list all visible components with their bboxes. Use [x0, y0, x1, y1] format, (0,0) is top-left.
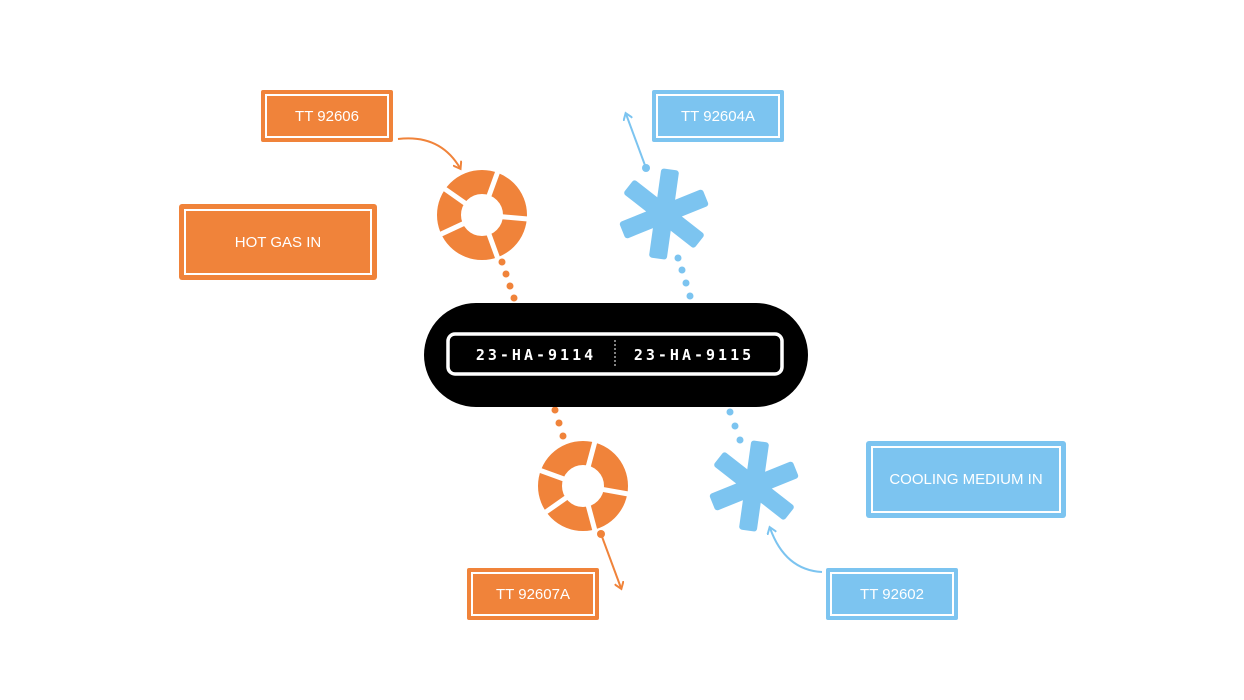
life-ring-icon	[538, 440, 629, 532]
sensor-tt-92602-label: TT 92602	[860, 586, 924, 603]
cold-out-arrow	[626, 114, 650, 172]
cooling-medium-in-label: COOLING MEDIUM IN	[889, 471, 1042, 488]
snowflake-asterisk-icon	[619, 168, 709, 260]
sensor-tt-92607a-label: TT 92607A	[496, 586, 570, 603]
sensor-tt-92604a: TT 92604A	[652, 90, 784, 142]
heat-exchanger-pill: 23-HA-9114 23-HA-9115	[424, 303, 808, 407]
hot-out-arrow	[597, 530, 621, 588]
sensor-tt-92607a: TT 92607A	[467, 568, 599, 620]
cold-in-arrow	[770, 528, 823, 573]
cooling-medium-in-box: COOLING MEDIUM IN	[866, 441, 1066, 518]
hot-in-dotted-connector	[498, 258, 518, 302]
exchanger-tag-left: 23-HA-9114	[476, 346, 596, 364]
sensor-tt-92604a-label: TT 92604A	[681, 108, 755, 125]
exchanger-tag-right: 23-HA-9115	[634, 346, 754, 364]
sensor-tt-92602: TT 92602	[826, 568, 958, 620]
cold-in-dotted-connector	[726, 408, 744, 444]
snowflake-asterisk-icon	[709, 440, 799, 532]
hot-in-arrow	[397, 137, 460, 168]
hot-gas-in-label: HOT GAS IN	[235, 234, 321, 251]
hot-gas-in-box: HOT GAS IN	[179, 204, 377, 280]
hot-out-dotted-connector	[551, 406, 567, 440]
life-ring-icon	[437, 170, 529, 260]
cold-out-dotted-connector	[674, 254, 694, 300]
sensor-tt-92606: TT 92606	[261, 90, 393, 142]
sensor-tt-92606-label: TT 92606	[295, 108, 359, 125]
